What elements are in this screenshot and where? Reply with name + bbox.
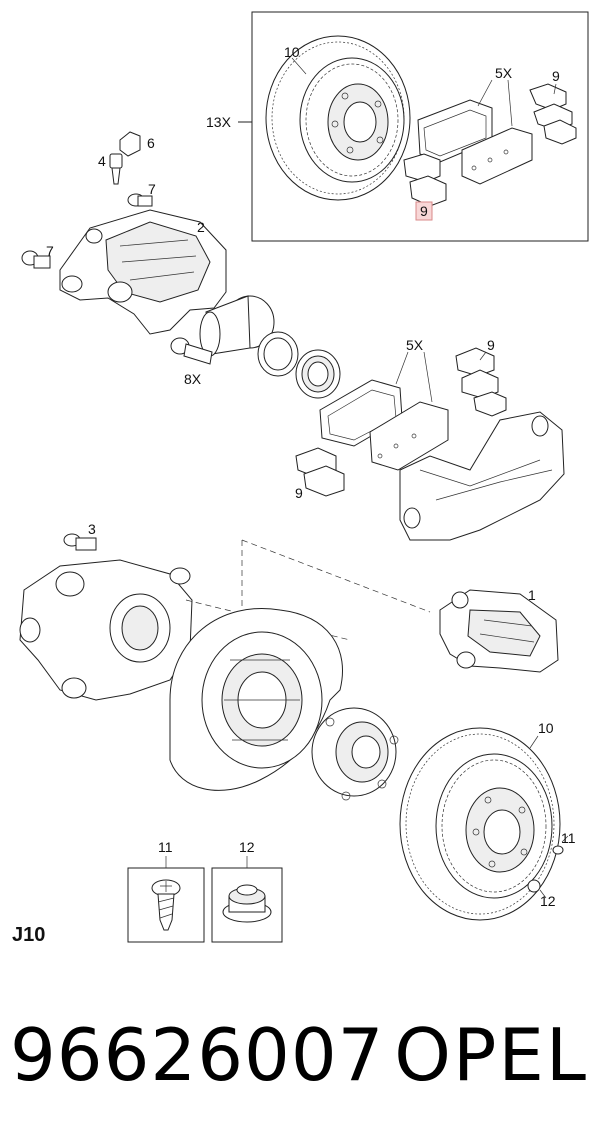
caliper-carrier-upper [59,209,227,335]
callout-5x-mid: 5X [406,337,424,353]
kit-inset-box [251,11,589,242]
callout-10-bottom: 10 [538,720,554,736]
callout-9-top: 9 [552,68,560,84]
callout-9-mid: 9 [487,337,495,353]
guide-bolt-upper [127,193,153,207]
callout-9-highlight: 9 [420,203,428,219]
callout-2: 2 [197,219,205,235]
callout-7-b: 7 [46,243,54,259]
pad-clips-middle-lower [295,447,345,497]
callout-6: 6 [147,135,155,151]
callout-7-a: 7 [148,181,156,197]
caliper-bracket [399,411,565,541]
brake-pads-middle [319,379,449,471]
caliper-piston [199,295,275,357]
footer: 96626007 OPEL [0,1005,600,1115]
rotor-screw [552,835,569,855]
callout-11-box: 11 [158,839,173,855]
guide-pins [170,337,213,365]
exploded-parts-diagram: 10 5X 9 13X 9 6 4 7 2 7 8X 5X 9 9 3 1 10… [12,11,589,946]
highlighted-callout-box [415,201,433,221]
callout-10-top: 10 [284,44,300,60]
callout-3: 3 [88,521,96,537]
callout-9-lower: 9 [295,485,303,501]
callout-12-box: 12 [239,839,255,855]
brand-name: OPEL [394,1013,588,1097]
pad-clips-middle-upper [455,347,507,417]
dust-boot [295,349,341,399]
backing-plate [169,608,343,791]
callout-13x: 13X [206,114,232,130]
callout-12-side: 12 [540,893,556,909]
detail-box-12 [211,856,283,943]
bleeder-cap [119,131,141,157]
brake-disc-inset [265,35,411,201]
rotor-plug [527,879,547,899]
bleeder-screw [109,153,123,185]
bolt-3 [63,533,97,551]
detail-box-11 [127,856,205,943]
callout-4: 4 [98,153,106,169]
callout-5x-top: 5X [495,65,513,81]
guide-bolt-left [21,250,51,269]
brake-pads-inset [417,99,533,185]
callout-8x: 8X [184,371,202,387]
piston-seal [257,331,299,377]
pad-clips-inset [403,83,577,207]
brake-caliper-assembly [439,589,559,673]
brake-disc-bottom [399,727,561,921]
callout-1: 1 [528,587,536,603]
callout-11-side: 11 [561,830,576,846]
sheet-code: J10 [12,924,45,946]
wheel-hub [311,707,399,801]
part-number: 96626007 [10,1013,385,1097]
steering-knuckle [19,559,193,701]
